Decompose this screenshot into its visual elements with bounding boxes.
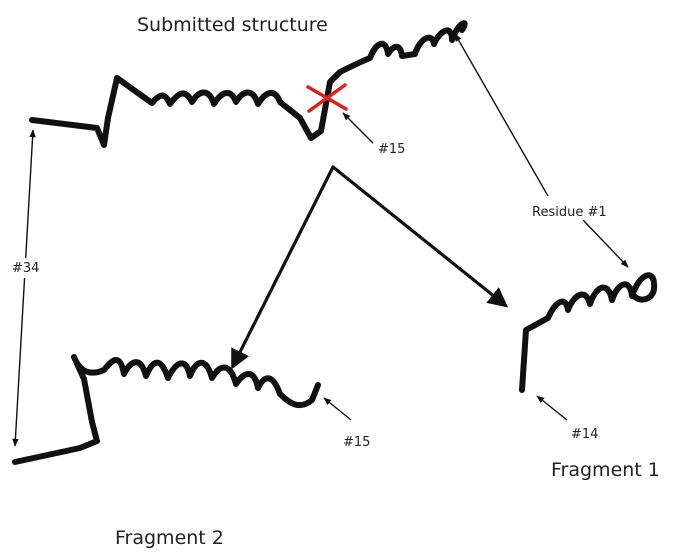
label-residue1: Residue #1 [532, 205, 607, 220]
split-arrow-to-fragment1 [331, 165, 509, 308]
label-fragment2: Fragment 2 [115, 527, 224, 549]
arrow-hash34 [12, 129, 36, 447]
fragment2-chain [12, 354, 321, 465]
submitted-structure-chain [29, 20, 468, 148]
label-hash15-top: #15 [378, 142, 405, 157]
label-fragment1: Fragment 1 [551, 459, 660, 481]
label-hash34: #34 [12, 261, 39, 276]
label-hash15-bottom: #15 [343, 435, 370, 450]
diagram-title: Submitted structure [137, 14, 328, 36]
arrow-residue1-to-fragment1 [582, 219, 629, 268]
arrow-hash15-top [342, 112, 374, 144]
cut-mark-icon [306, 83, 348, 113]
split-arrow-to-fragment2 [231, 165, 335, 370]
label-hash14: #14 [571, 427, 598, 442]
label-hash34-backdrop [10, 258, 56, 278]
arrow-hash15-bottom [323, 397, 352, 421]
fragment1-chain [519, 272, 658, 393]
arrow-residue1-to-submitted [454, 33, 549, 197]
arrow-hash14 [536, 395, 568, 421]
